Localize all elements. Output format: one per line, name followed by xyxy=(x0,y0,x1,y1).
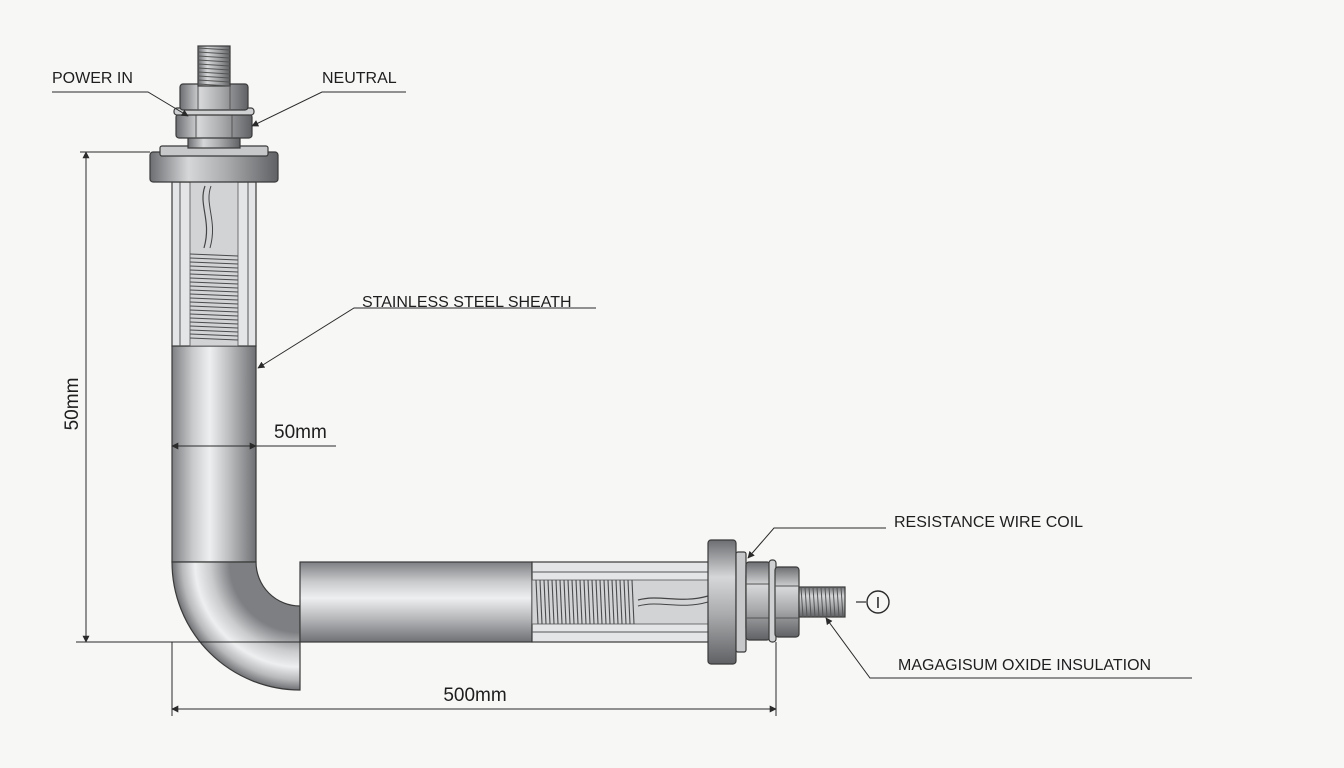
diameter-dimension: 50mm xyxy=(171,422,336,450)
top-terminal xyxy=(149,45,279,183)
insulation-label: MAGAGISUM OXIDE INSULATION xyxy=(898,657,1151,674)
vertical-dimension-label: 50mm xyxy=(62,378,83,431)
neutral-label: NEUTRAL xyxy=(322,70,397,87)
horizontal-dimension-label: 500mm xyxy=(443,685,506,706)
top-thread xyxy=(197,47,231,87)
vertical-dimension: 50mm xyxy=(62,151,300,643)
callout-insulation: MAGAGISUM OXIDE INSULATION xyxy=(825,617,1192,679)
callout-neutral: NEUTRAL xyxy=(251,70,406,127)
vertical-sheath xyxy=(171,345,257,563)
diameter-dimension-label: 50mm xyxy=(274,422,327,443)
resistance-coil-horizontal xyxy=(535,579,635,625)
ground-symbol: I xyxy=(856,590,890,614)
right-thread xyxy=(800,586,844,618)
horizontal-cutaway xyxy=(531,561,711,643)
coil-label: RESISTANCE WIRE COIL xyxy=(894,514,1083,531)
callout-power-in: POWER IN xyxy=(52,70,189,117)
power-in-label: POWER IN xyxy=(52,70,133,87)
callout-sheath: STAINLESS STEEL SHEATH xyxy=(257,294,596,369)
horizontal-dimension: 500mm xyxy=(171,642,777,716)
ground-symbol-text: I xyxy=(876,595,880,612)
sheath-label: STAINLESS STEEL SHEATH xyxy=(362,294,572,311)
vertical-cutaway xyxy=(171,181,257,347)
right-terminal xyxy=(707,539,846,665)
resistance-coil-vertical xyxy=(189,253,239,341)
horizontal-sheath xyxy=(299,561,533,643)
sheath-bend xyxy=(171,561,301,691)
callout-coil: RESISTANCE WIRE COIL xyxy=(747,514,1083,559)
